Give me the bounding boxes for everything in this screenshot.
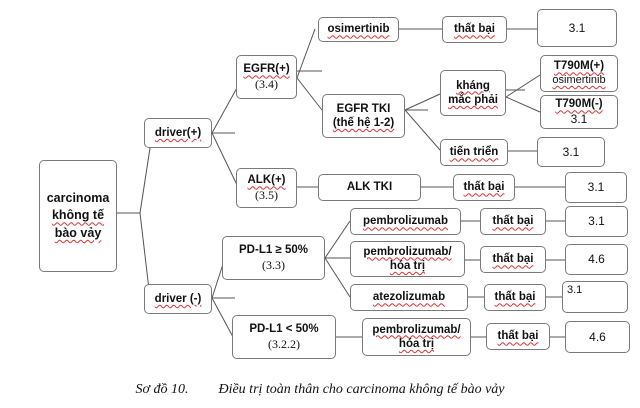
node-khang-mac-phai: kháng mắc phải (440, 70, 506, 116)
figure-caption-number: Sơ đồ 10. (135, 382, 189, 397)
node-value-3-1-osimertinib-label: 3.1 (568, 20, 586, 35)
node-egfr-ref: (3.4) (255, 76, 278, 91)
node-t790m-positive-line1: T790M(+) (553, 60, 605, 73)
node-driver-positive-label: driver(+) (154, 126, 202, 139)
node-that-bai-alk: thất bại (453, 174, 515, 201)
node-pembrolizumab-hoa-tri-2: pembrolizumab/ hóa trị (362, 318, 471, 356)
figure-caption-text: Điều trị toàn thân cho carcinoma không t… (218, 382, 505, 397)
node-that-bai-atezolizumab: thất bại (484, 284, 546, 311)
node-value-4-6-pembrolizumab-hoa-tri-2: 4.6 (565, 321, 630, 353)
connector-to-t790m-pos (505, 74, 541, 98)
node-alk-label: ALK(+) (247, 174, 286, 187)
node-that-bai-pembrolizumab-label: thất bại (492, 215, 534, 228)
connector-to-atezo (324, 257, 351, 298)
node-egfr-tki: EGFR TKI (thế hệ 1-2) (322, 94, 405, 138)
node-alk-tki: ALK TKI (318, 174, 421, 201)
node-value-3-1-atezolizumab: 3.1 (562, 281, 628, 313)
node-t790m-negative: T790M(-) 3.1 (540, 95, 618, 129)
node-alk-ref: (3.5) (255, 187, 278, 202)
node-pembrolizumab-hoa-tri-1-line1: pembrolizumab/ (363, 245, 452, 258)
node-value-4-6-pembrolizumab-hoa-tri-2-label: 4.6 (589, 329, 606, 344)
node-value-3-1-tien-trien-label: 3.1 (562, 144, 580, 159)
node-pembrolizumab-label: pembrolizumab (363, 215, 448, 228)
node-pdl1-high: PD-L1 ≥ 50% (3.3) (222, 236, 325, 280)
node-carcinoma-line3: bào vảy (54, 225, 102, 240)
node-that-bai-atezolizumab-label: thất bại (494, 291, 536, 304)
node-driver-negative: driver (-) (144, 284, 212, 314)
connector-root-driver-neg (139, 212, 151, 299)
node-pembrolizumab-hoa-tri-1: pembrolizumab/ hóa trị (350, 241, 465, 277)
node-value-4-6-pembrolizumab-hoa-tri-1-label: 4.6 (588, 252, 605, 266)
node-tien-trien: tiến triển (440, 139, 508, 166)
node-atezolizumab: atezolizumab (350, 284, 468, 311)
connector-to-t790m-neg (505, 96, 541, 113)
node-pdl1-high-label: PD-L1 ≥ 50% (239, 244, 308, 257)
connector-to-egfr (211, 85, 239, 134)
node-value-3-1-tien-trien: 3.1 (537, 137, 605, 167)
node-pembrolizumab: pembrolizumab (350, 208, 461, 235)
node-that-bai-pembrolizumab-hoa-tri-1-label: thất bại (492, 253, 534, 266)
node-pembrolizumab-hoa-tri-2-line1: pembrolizumab/ (372, 323, 461, 336)
node-egfr-tki-line2: (thế hệ 1-2) (332, 117, 395, 129)
connector-to-osimertinib (296, 28, 316, 79)
node-value-3-1-pembrolizumab-label: 3.1 (588, 214, 605, 228)
node-tien-trien-label: tiến triển (449, 146, 499, 159)
node-that-bai-pembrolizumab-hoa-tri-2-label: thất bại (497, 330, 539, 343)
node-osimertinib: osimertinib (318, 17, 399, 42)
node-that-bai-osimertinib: thất bại (442, 16, 507, 43)
node-that-bai-osimertinib-label: thất bại (454, 23, 495, 36)
node-driver-positive: driver(+) (144, 118, 212, 148)
node-pdl1-high-ref: (3.3) (262, 257, 285, 272)
connector-to-egfr-tki (296, 77, 323, 111)
connector-to-alk (211, 132, 239, 188)
connector-to-pdl1-low (211, 297, 234, 338)
node-alk-tki-label: ALK TKI (346, 181, 393, 194)
node-value-3-1-osimertinib: 3.1 (537, 9, 617, 47)
node-khang-mac-phai-line1: kháng (456, 79, 490, 92)
node-t790m-negative-line2: 3.1 (570, 111, 588, 126)
node-alk: ALK(+) (3.5) (236, 168, 297, 208)
connector-to-tientrien (404, 109, 441, 151)
figure-caption: Sơ đồ 10. Điều trị toàn thân cho carcinom… (0, 382, 640, 398)
node-carcinoma-line1: carcinoma (46, 190, 110, 205)
node-khang-mac-phai-line2: mắc phải (448, 94, 498, 106)
node-pembrolizumab-hoa-tri-2-line2: hóa trị (398, 338, 435, 350)
node-value-4-6-pembrolizumab-hoa-tri-1: 4.6 (565, 244, 628, 275)
node-that-bai-alk-label: thất bại (463, 181, 505, 194)
node-value-3-1-pembrolizumab: 3.1 (565, 206, 628, 237)
node-value-3-1-atezolizumab-label: 3.1 (567, 284, 583, 296)
connector-root-driver-pos (139, 147, 151, 214)
node-t790m-positive: T790M(+) osimertinib (540, 55, 618, 92)
node-t790m-negative-line1: T790M(-) (555, 98, 603, 111)
node-egfr-tki-line1: EGFR TKI (336, 102, 391, 115)
node-that-bai-pembrolizumab-hoa-tri-1: thất bại (480, 246, 546, 273)
node-that-bai-pembrolizumab: thất bại (480, 208, 546, 235)
node-egfr-label: EGFR(+) (243, 63, 290, 76)
node-value-3-1-alk-label: 3.1 (587, 180, 605, 194)
node-egfr: EGFR(+) (3.4) (236, 55, 297, 99)
node-carcinoma: carcinoma không tế bào vảy (39, 160, 117, 272)
node-driver-negative-label: driver (-) (154, 292, 202, 305)
node-pdl1-low-label: PD-L1 < 50% (249, 323, 319, 336)
connector-to-pembro (324, 220, 351, 259)
node-t790m-positive-line2: osimertinib (552, 73, 606, 86)
node-carcinoma-line2: không tế (51, 208, 105, 223)
node-that-bai-pembrolizumab-hoa-tri-2: thất bại (486, 323, 550, 350)
node-pdl1-low-ref: (3.2.2) (268, 336, 300, 351)
node-pdl1-low: PD-L1 < 50% (3.2.2) (232, 315, 336, 359)
node-osimertinib-label: osimertinib (327, 23, 390, 36)
node-atezolizumab-label: atezolizumab (372, 291, 446, 304)
node-value-3-1-alk: 3.1 (565, 172, 627, 203)
connector-to-khang (404, 93, 441, 111)
node-pembrolizumab-hoa-tri-1-line2: hóa trị (389, 260, 426, 272)
